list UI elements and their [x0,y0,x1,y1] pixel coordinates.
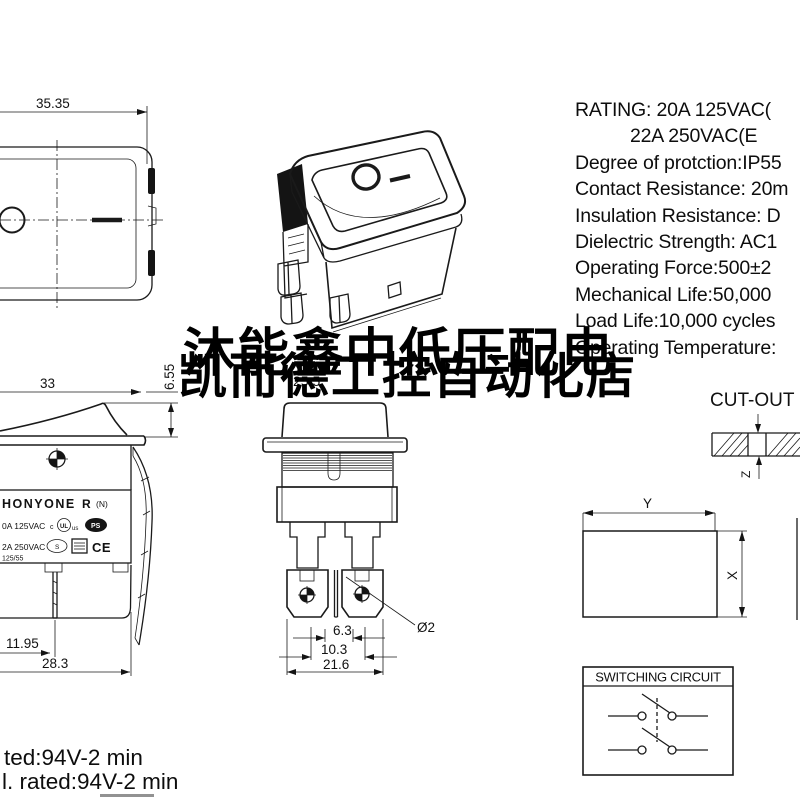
mount-clip-bottom [148,250,155,276]
center-latch-tab [327,453,341,481]
dim-10-3: 10.3 [321,642,347,657]
terminal-base-left [44,562,63,573]
panel-rect-drawing: Y X [582,496,798,620]
ul-us: us [72,526,78,532]
dim-6-55: 6.55 [162,364,177,390]
ul-c: c [50,524,54,531]
spec-line-rating: RATING: 20A 125VAC( [575,99,771,121]
rocker-circle-symbol [351,163,381,191]
terminal-base-right [112,562,129,573]
hole-leader-line [345,576,416,626]
rocker-profile-curve [0,402,128,436]
brand-label: HONYONE [2,497,76,511]
footer-line-1: ted:94V-2 min [4,745,143,770]
dim-35-35: 35.35 [36,96,70,111]
terminal-pin [52,572,58,619]
terminal-fork-3 [329,293,351,324]
spec-line-protection: Degree of protction:IP55 [575,151,782,174]
mount-clip-top [148,168,155,194]
dim-33: 33 [40,376,55,391]
circuit-title: SWITCHING CIRCUIT [595,670,721,685]
ps-mark-icon: PS [85,518,107,532]
rocker-front [281,402,389,438]
spec-line-temperature: Operating Temperature: [575,336,777,359]
spec-line-dielectric: Dielectric Strength: AC1 [575,231,778,254]
body-front [276,486,398,523]
cutout-rectangle [582,530,718,618]
circuit-box: SWITCHING CIRCUIT [582,666,734,776]
terminal-shadow-wedge [277,164,308,232]
center-pin [333,570,339,618]
spec-line-force: Operating Force:500±2 [575,257,772,280]
blade-terminal-left [286,569,329,618]
terminal-fork-2 [280,292,304,325]
ce-mark: CE [92,540,111,555]
spec-line-contact-resistance: Contact Resistance: 20m [575,178,789,201]
side-view-drawing: 33 6.55 HONYONE R (N) 0A 125VAC c UL us [0,364,178,676]
spec-line-insulation: Insulation Resistance: D [575,204,781,227]
bezel-outline [288,130,467,251]
stem-left [289,522,326,569]
switch-3d-drawing [277,130,467,333]
suffix-label: (N) [96,499,108,509]
stem-right [344,522,381,569]
flange-profile [0,435,147,446]
dim-11-95: 11.95 [6,636,39,651]
label-rating-1: 0A 125VAC [2,521,45,531]
dim-y: Y [643,496,652,511]
dim-21-6: 21.6 [323,657,349,672]
mount-wing-clip [132,446,153,646]
cutout-title: CUT-OUT [710,390,795,411]
svg-text:S: S [55,544,60,551]
dim-25-5: 25.5 [293,373,321,389]
flange-front [262,437,408,453]
dim-28-3: 28.3 [42,656,68,671]
dim-hole-dia: Ø2 [417,620,435,635]
label-code: 125/55 [2,556,24,563]
label-rating-2: 2A 250VAC [2,542,45,552]
watermark-line-1: 沐能鑫中低压配电 [183,324,616,384]
rocker-face [311,147,448,233]
body-front-face [325,227,457,330]
blade-terminal-right [341,569,384,618]
arrow-right [137,109,147,115]
spec-line-load-life: Load Life:10,000 cycles [575,310,776,333]
dim-6-3: 6.3 [333,623,352,638]
switch-schematic [608,693,708,755]
ul-mark-icon: UL [57,518,71,532]
spec-line-rating-2: 22A 250VAC(E [630,125,758,148]
front-view-drawing: Ø2 6.3 10.3 21.6 [262,402,435,675]
terminal-foot [387,281,402,299]
cropped-bottom-line [100,794,154,797]
dim-z: Z [739,471,753,478]
svg-text:PS: PS [91,523,101,530]
cutout-plate-drawing [711,432,800,457]
dim-x: X [725,571,740,580]
svg-text:UL: UL [60,524,68,530]
watermark-line-2: 凯而德工控自动化店 [178,348,638,405]
switch-body-outline [0,146,153,301]
screw-cross-icon [46,448,68,470]
body-bottom-outline [0,564,132,619]
spec-line-mech-life: Mechanical Life:50,000 [575,283,772,306]
cutout-section: CUT-OUT Z [710,390,800,479]
top-view-drawing: 35.35 [0,96,163,308]
specs-block: RATING: 20A 125VAC( 22A 250VAC(E Degree … [575,97,800,361]
cqc-mark-icon [71,538,88,554]
s-mark-icon: S [46,539,68,553]
footer-line-2: l. rated:94V-2 min [2,769,179,794]
rocker-dash-symbol [389,174,411,183]
series-label: R [82,497,91,511]
